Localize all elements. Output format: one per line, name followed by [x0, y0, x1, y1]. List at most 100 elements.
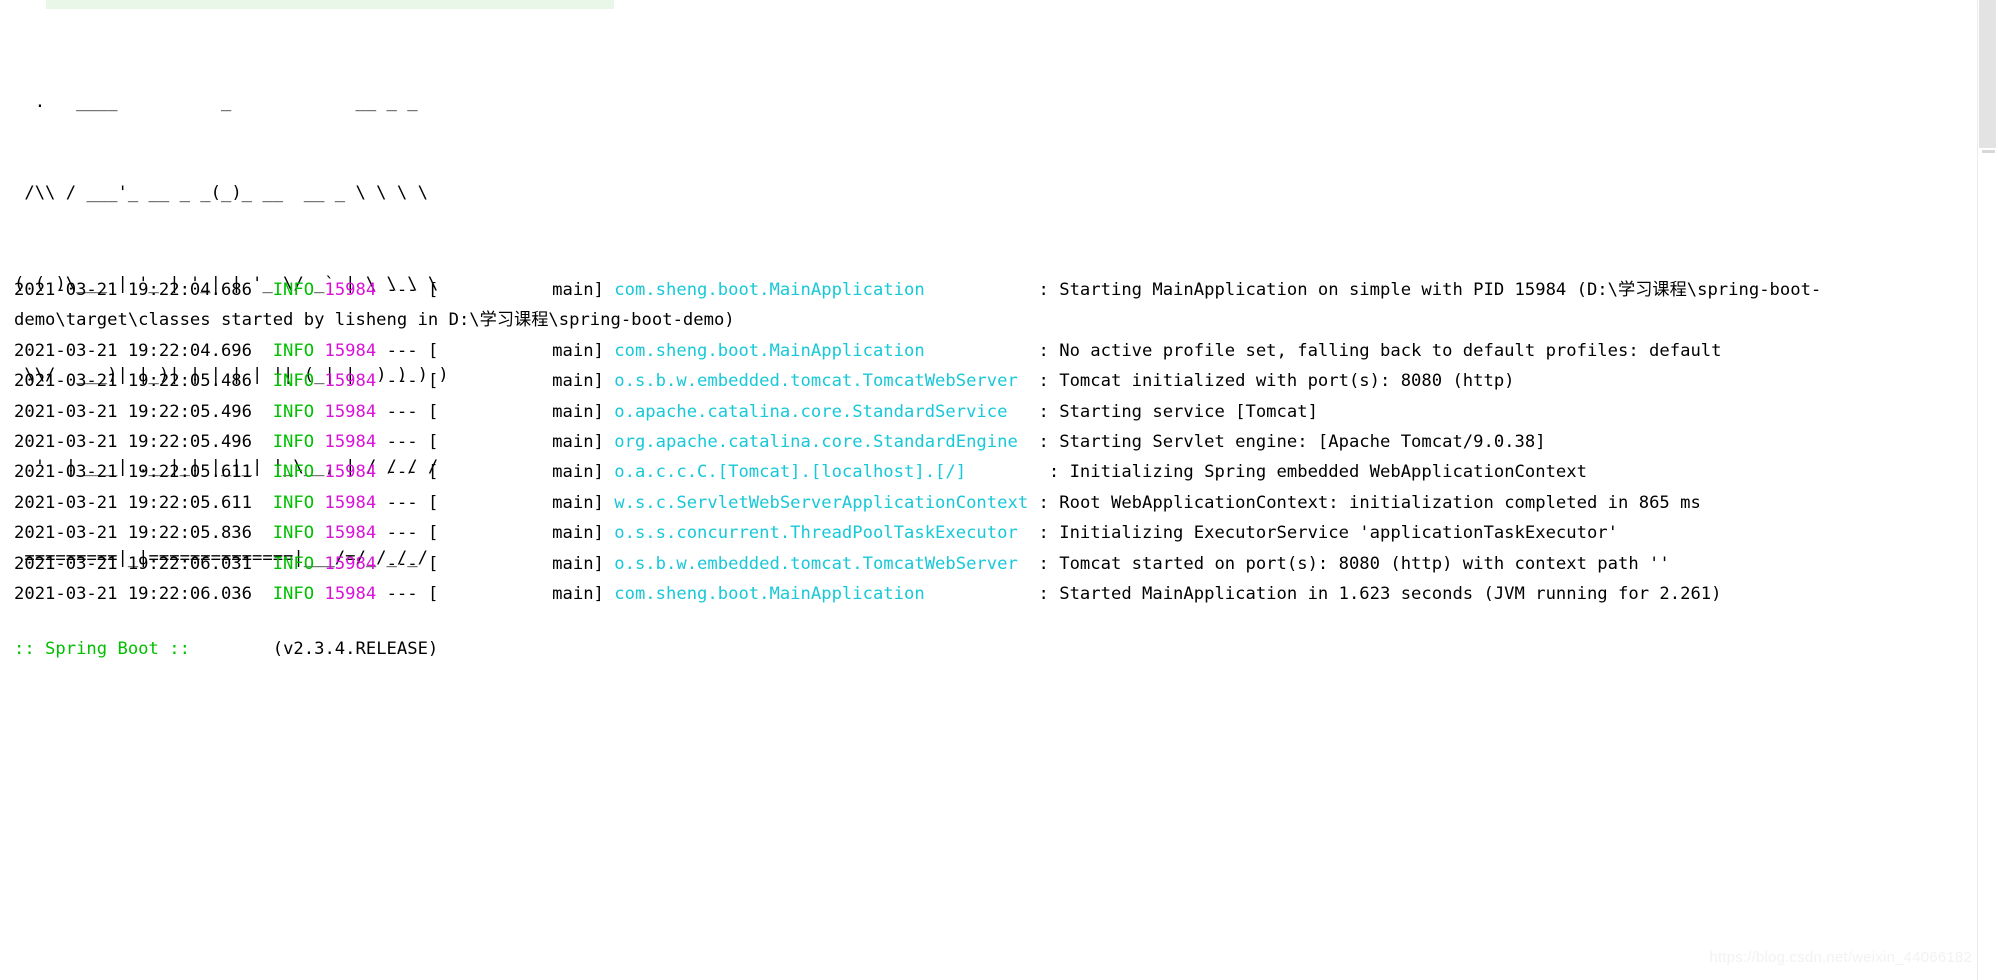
log-pid: 15984: [324, 371, 377, 392]
log-thread-pad: [438, 462, 552, 482]
log-thread-pad: [438, 402, 552, 422]
log-logger-pad: [925, 584, 1039, 604]
log-space: [252, 402, 273, 422]
log-logger-pad: [1018, 432, 1039, 452]
log-timestamp: 2021-03-21 19:22:06.036: [14, 584, 252, 605]
log-space: [604, 462, 614, 482]
log-thread-pad: [438, 554, 552, 574]
log-space: [376, 371, 386, 391]
log-logger: w.s.c.ServletWebServerApplicationContext: [614, 492, 1029, 513]
log-logger-pad: [1007, 402, 1038, 422]
log-thread: main]: [552, 462, 604, 483]
log-thread: main]: [552, 432, 604, 453]
log-message: : Starting MainApplication on simple wit…: [14, 280, 1822, 331]
log-message: : Starting service [Tomcat]: [1038, 401, 1318, 422]
log-space: [252, 584, 273, 604]
watermark-url: https://blog.csdn.net/weixin_44066182: [1709, 949, 1972, 966]
log-line: 2021-03-21 19:22:04.696 INFO 15984 --- […: [14, 336, 1991, 366]
log-space: [604, 493, 614, 513]
log-message: : Initializing Spring embedded WebApplic…: [1048, 462, 1587, 483]
log-message: : Starting Servlet engine: [Apache Tomca…: [1038, 432, 1546, 453]
log-space: [604, 432, 614, 452]
log-level: INFO: [272, 462, 315, 483]
log-thread: main]: [552, 280, 604, 300]
banner-version-line: :: Spring Boot :: (v2.3.4.RELEASE): [14, 634, 1991, 664]
log-space: [252, 493, 273, 513]
log-logger-pad: [1018, 523, 1039, 543]
log-space: [376, 402, 386, 422]
log-thread: main]: [552, 401, 604, 422]
log-level: INFO: [272, 401, 315, 422]
log-separator: --- [: [386, 432, 439, 453]
vertical-scrollbar-thumb[interactable]: [1979, 0, 1996, 148]
log-separator: --- [: [386, 584, 439, 605]
log-line: 2021-03-21 19:22:05.496 INFO 15984 --- […: [14, 397, 1991, 427]
log-logger: o.s.s.concurrent.ThreadPoolTaskExecutor: [614, 523, 1018, 544]
log-logger-pad: [925, 280, 1039, 300]
log-space: [604, 280, 614, 300]
log-space: [376, 462, 386, 482]
log-logger: com.sheng.boot.MainApplication: [614, 340, 925, 361]
banner-art-line: . ____ _ __ _ _: [14, 91, 418, 112]
log-separator: --- [: [386, 401, 439, 422]
banner-art-line: ' |____| .__|_| |_|_| |_\__, | / / / /: [14, 456, 439, 477]
spring-boot-banner: . ____ _ __ _ _ /\\ / ___'_ __ _ _(_)_ _…: [14, 26, 1991, 725]
log-separator: --- [: [386, 523, 439, 544]
log-logger: com.sheng.boot.MainApplication: [614, 280, 925, 300]
banner-art-line: ( ( )\___ | '_ | '_| | '_ \/ _` | \ \ \ …: [14, 274, 439, 295]
log-timestamp: 2021-03-21 19:22:05.486: [14, 371, 252, 392]
log-thread: main]: [552, 371, 604, 392]
log-output[interactable]: 2021-03-21 19:22:04.686 INFO 15984 --- […: [14, 275, 1991, 609]
log-line: 2021-03-21 19:22:05.836 INFO 15984 --- […: [14, 518, 1991, 548]
log-thread-pad: [438, 584, 552, 604]
log-message: : No active profile set, falling back to…: [1038, 340, 1722, 361]
log-logger: org.apache.catalina.core.StandardEngine: [614, 432, 1018, 453]
log-space: [252, 371, 273, 391]
log-space: [604, 402, 614, 422]
log-message: : Root WebApplicationContext: initializa…: [1038, 492, 1701, 513]
log-separator: --- [: [386, 553, 439, 574]
log-space: [604, 523, 614, 543]
log-space: [252, 280, 273, 300]
log-timestamp: 2021-03-21 19:22:05.496: [14, 432, 252, 453]
log-separator: --- [: [386, 462, 439, 483]
log-pid: 15984: [324, 523, 377, 544]
log-thread: main]: [552, 553, 604, 574]
log-level: INFO: [272, 584, 315, 605]
log-space: [604, 554, 614, 574]
log-pid: 15984: [324, 492, 377, 513]
banner-art-line: =========|_|==============|___/=/_/_/_/: [14, 547, 428, 568]
banner-art-line: /\\ / ___'_ __ _ _(_)_ __ __ _ \ \ \ \: [14, 183, 428, 204]
log-space: [314, 523, 324, 543]
scrollbar-marker-tick: [1982, 150, 1995, 153]
log-thread: main]: [552, 523, 604, 544]
log-pid: 15984: [324, 462, 377, 483]
log-space: [252, 554, 273, 574]
log-pid: 15984: [324, 553, 377, 574]
log-space: [604, 584, 614, 604]
log-space: [376, 554, 386, 574]
selection-highlight-band: [46, 0, 614, 9]
log-space: [314, 493, 324, 513]
vertical-scrollbar-track[interactable]: [1977, 0, 1998, 980]
log-space: [314, 584, 324, 604]
log-pid: 15984: [324, 280, 377, 300]
log-space: [314, 402, 324, 422]
log-space: [376, 280, 386, 300]
log-space: [314, 462, 324, 482]
log-logger-pad: [1018, 554, 1039, 574]
log-space: [252, 523, 273, 543]
log-logger: o.s.b.w.embedded.tomcat.TomcatWebServer: [614, 553, 1018, 574]
log-space: [376, 341, 386, 361]
log-logger-pad: [925, 341, 1039, 361]
log-message: : Tomcat initialized with port(s): 8080 …: [1038, 371, 1515, 392]
log-message: : Started MainApplication in 1.623 secon…: [1038, 584, 1722, 605]
log-line: 2021-03-21 19:22:05.486 INFO 15984 --- […: [14, 366, 1991, 396]
spring-boot-label: :: Spring Boot ::: [14, 639, 190, 660]
log-timestamp: 2021-03-21 19:22:05.611: [14, 492, 252, 513]
log-separator: --- [: [386, 280, 439, 300]
log-line: 2021-03-21 19:22:06.036 INFO 15984 --- […: [14, 579, 1991, 609]
log-separator: --- [: [386, 492, 439, 513]
log-level: INFO: [272, 553, 315, 574]
